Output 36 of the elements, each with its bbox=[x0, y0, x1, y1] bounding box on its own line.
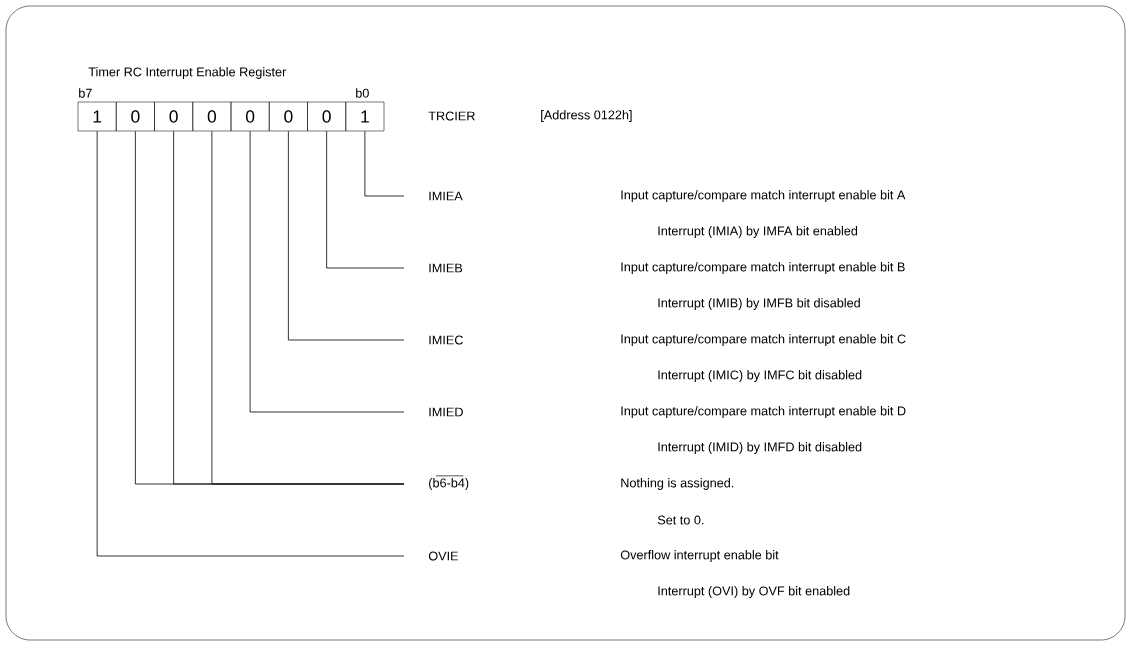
bit-cell: 0 bbox=[230, 101, 270, 132]
description-text: Input capture/compare match interrupt enable bit D bbox=[621, 406, 906, 418]
title: Timer RC Interrupt Enable Register bbox=[88, 67, 287, 79]
description-text: Interrupt (IMIC) by IMFC bit disabled bbox=[658, 370, 862, 382]
leader-line bbox=[326, 130, 405, 269]
bit-cell: 1 bbox=[77, 101, 117, 132]
bit-name: OVIE bbox=[428, 551, 458, 561]
bit-cell: 0 bbox=[307, 101, 346, 132]
bit-name: IMIEC bbox=[429, 335, 463, 345]
description-text: Input capture/compare match interrupt enable bit C bbox=[621, 334, 906, 346]
bit-name: (b6-b4) bbox=[429, 478, 469, 490]
bit-cell: 0 bbox=[116, 101, 155, 132]
bit-cell: 1 bbox=[345, 101, 385, 132]
description-text: Input capture/compare match interrupt enable bit A bbox=[621, 190, 906, 202]
description-text: Set to 0. bbox=[657, 515, 704, 525]
bit-cell: 0 bbox=[154, 101, 193, 132]
description-text: Interrupt (IMIA) by IMFA bit enabled bbox=[658, 226, 858, 238]
description-text: Interrupt (OVI) by OVF bit enabled bbox=[658, 586, 850, 598]
leader-line bbox=[249, 130, 405, 413]
bit-cell: 0 bbox=[192, 101, 232, 132]
description-text: Interrupt (IMID) by IMFD bit disabled bbox=[658, 442, 862, 454]
leader-line bbox=[96, 130, 405, 557]
bit-name: IMIED bbox=[429, 407, 463, 417]
bit-cell: 0 bbox=[269, 101, 308, 132]
description-text: Nothing is assigned. bbox=[621, 478, 734, 490]
description-text: Input capture/compare match interrupt enable bit B bbox=[621, 262, 905, 274]
description-text: Overflow interrupt enable bit bbox=[620, 550, 779, 562]
bit-name: IMIEA bbox=[429, 191, 463, 201]
address-text: [Address 0122h] bbox=[541, 110, 632, 122]
bit-name: IMIEB bbox=[429, 263, 463, 273]
bit-number: b0 bbox=[356, 88, 369, 98]
leader-line bbox=[364, 130, 405, 197]
register-name: TRCIER bbox=[428, 111, 475, 121]
description-text: Interrupt (IMIB) by IMFB bit disabled bbox=[658, 298, 860, 310]
leader-line bbox=[288, 130, 405, 341]
bit-number: b7 bbox=[79, 88, 92, 98]
